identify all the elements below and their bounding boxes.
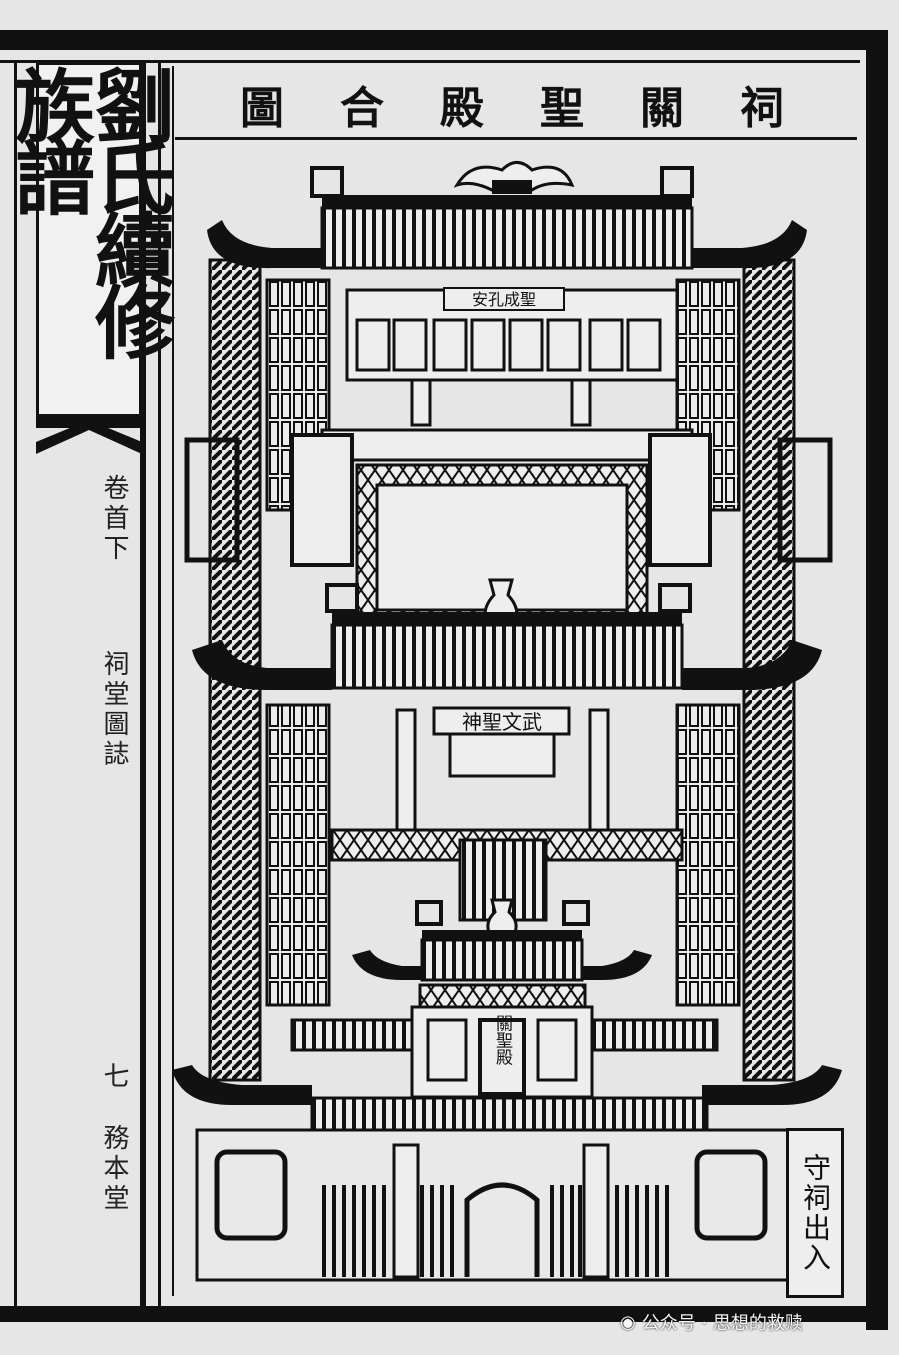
inner-top-rule — [0, 60, 860, 63]
lower-vase — [486, 898, 518, 937]
watermark-text: 公众号 · 思想的救赎 — [641, 1313, 803, 1334]
plate-title-char: 祠 — [740, 83, 784, 134]
watermark: ◉ 公众号 · 思想的救赎 — [620, 1310, 803, 1335]
illustration-frame — [172, 66, 860, 1296]
middle-altar — [448, 732, 556, 778]
plate-title-rule — [175, 137, 857, 140]
plate-title-char: 圖 — [240, 83, 284, 134]
plate-title-char: 殿 — [440, 83, 484, 134]
ridge-ornament — [453, 161, 575, 192]
plate-title: 圖合殿聖關祠 — [172, 72, 852, 136]
front-roof-tiles — [310, 1096, 709, 1132]
margin-right-rule — [140, 60, 146, 1306]
ancestral-hall-illustration: 安孔成聖 神聖文武 — [172, 161, 842, 1282]
fishtail-ornament — [36, 414, 142, 454]
middle-hall-tablet — [432, 706, 571, 736]
frame-top-border — [0, 30, 888, 50]
middle-roof-tiles — [330, 623, 684, 690]
gate-roof-tiles — [420, 938, 584, 982]
gate-hall-tablet-text: 關聖殿 — [492, 1015, 513, 1066]
middle-hall-tablet-text: 神聖文武 — [462, 710, 542, 734]
top-hall-tablet-text: 安孔成聖 — [472, 290, 536, 309]
book-title-box: 劉氏續修族譜 — [2, 62, 176, 420]
gate-hall-tablet — [478, 1018, 526, 1096]
plate-title-char: 聖 — [540, 83, 584, 134]
main-gate-arch — [464, 1182, 540, 1277]
plate-title-char: 合 — [340, 83, 384, 134]
top-hall-tablet — [443, 287, 565, 311]
frame-bottom-border — [0, 1306, 888, 1322]
hall-name: 務本堂 — [99, 1124, 129, 1214]
side-label-text: 守祠出入 — [799, 1153, 832, 1273]
margin-left-rule — [14, 60, 17, 1306]
book-title: 劉氏續修族譜 — [2, 65, 176, 353]
page-number: 七 — [99, 1062, 129, 1092]
margin-inner-rule — [158, 60, 161, 1306]
frame-right-border — [866, 30, 888, 1330]
plate-title-char: 關 — [640, 83, 684, 134]
side-label-box: 守祠出入 — [786, 1128, 844, 1298]
top-roof-tiles — [320, 206, 694, 270]
volume-label: 卷首下 — [99, 474, 129, 564]
chat-icon: ◉ — [620, 1311, 636, 1333]
front-wall — [195, 1128, 809, 1282]
section-label: 祠堂圖誌 — [99, 650, 129, 770]
